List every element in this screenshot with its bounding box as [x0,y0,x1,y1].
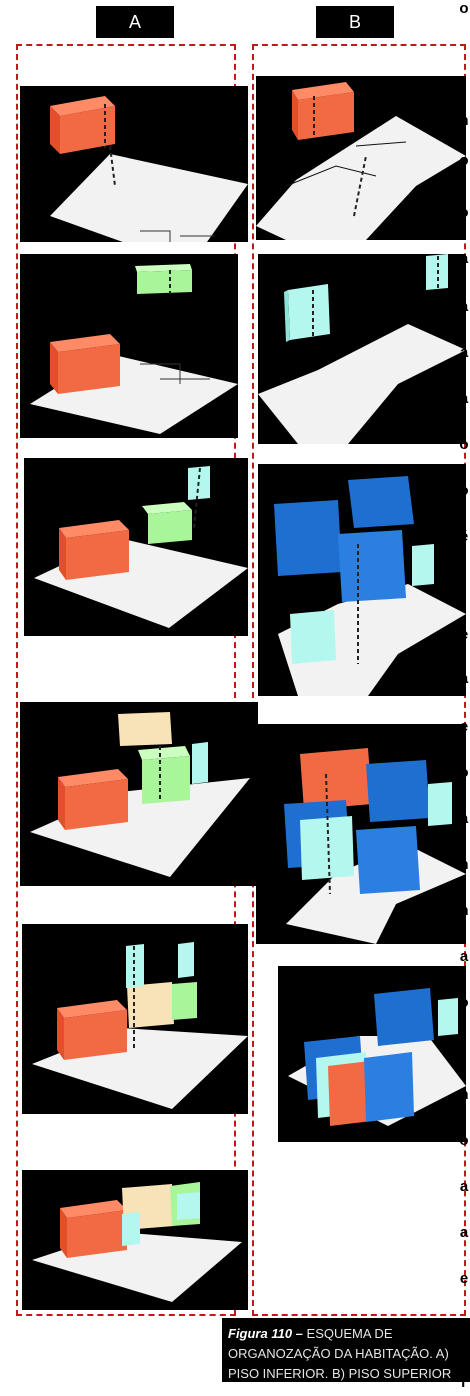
side-letter: a [458,390,470,407]
panel-a1 [20,86,248,242]
side-letter: n [458,902,470,919]
side-letter: o [458,764,470,781]
figure-number: Figura 110 – [228,1326,303,1341]
side-letter: o [458,436,470,453]
side-letter: o [458,994,470,1011]
diagram-a1 [20,86,248,242]
side-letter: a [458,670,470,687]
diagram-b1 [256,76,466,240]
column-a-header: A [96,6,174,38]
side-letter: o [458,204,470,221]
panel-a4 [20,702,258,886]
panel-b2 [258,254,466,444]
diagram-b3 [258,464,466,696]
side-letter: o [458,482,470,499]
side-letter: n [458,856,470,873]
side-letter: a [458,1224,470,1241]
side-letter: é [458,528,470,545]
panel-a3 [24,458,248,636]
diagram-a4 [20,702,258,886]
side-letter: a [458,810,470,827]
side-letter: e [458,718,470,735]
side-letter: o [458,152,470,169]
side-letter: a [458,250,470,267]
panel-a2 [20,254,238,438]
side-letter: n [458,112,470,129]
diagram-b4 [256,724,466,944]
diagram-b5 [278,966,466,1142]
side-letter: a [458,344,470,361]
column-b-header: B [316,6,394,38]
panel-b3 [258,464,466,696]
panel-b4 [256,724,466,944]
panel-b1 [256,76,466,240]
panel-a5 [22,924,248,1114]
side-letter: a [458,298,470,315]
side-letter: a [458,1178,470,1195]
diagram-a6 [22,1170,248,1310]
panel-a6 [22,1170,248,1310]
side-letter: l [458,1040,470,1057]
diagram-a5 [22,924,248,1114]
panel-b5 [278,966,466,1142]
diagram-b2 [258,254,466,444]
side-letter: e [458,1270,470,1287]
diagram-a2 [20,254,238,438]
side-letter: o [458,0,470,17]
side-letter: a [458,948,470,965]
diagram-a3 [24,458,248,636]
side-letter: e [458,626,470,643]
side-letter: n [458,1086,470,1103]
side-letter: o [458,1132,470,1149]
figure-caption: Figura 110 – ESQUEMA DE ORGANOZAÇÃO DA H… [222,1318,470,1382]
